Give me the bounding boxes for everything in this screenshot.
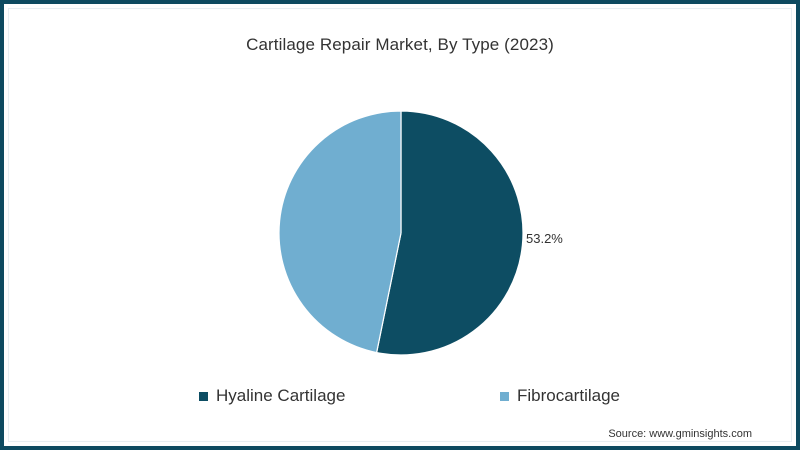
slice-label-hyaline: 53.2% <box>526 231 563 246</box>
legend-item-hyaline[interactable]: Hyaline Cartilage <box>199 386 345 406</box>
source-note: Source: www.gminsights.com <box>608 428 752 440</box>
slice-hyaline-cartilage[interactable] <box>375 110 524 356</box>
legend-label-fibrocartilage: Fibrocartilage <box>517 386 620 405</box>
legend-swatch-fibrocartilage <box>500 391 509 401</box>
legend-item-fibrocartilage[interactable]: Fibrocartilage <box>500 386 620 406</box>
slice-fibrocartilage[interactable] <box>278 110 402 354</box>
chart-title: Cartilage Repair Market, By Type (2023) <box>246 35 554 54</box>
pie-slices <box>278 110 524 356</box>
legend-swatch-hyaline <box>199 391 208 401</box>
legend-label-hyaline: Hyaline Cartilage <box>216 386 346 405</box>
